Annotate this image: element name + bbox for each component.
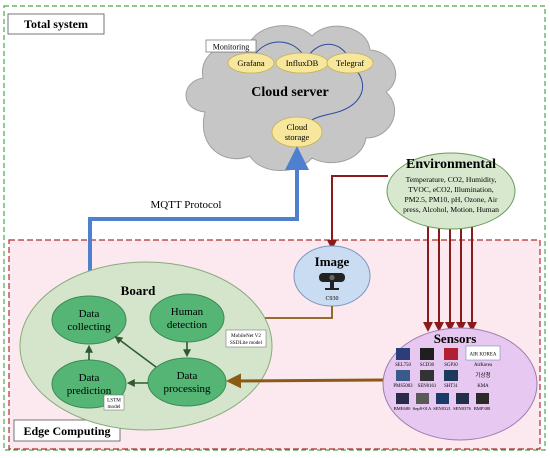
mqtt-arrow (88, 146, 309, 292)
sensor-name: SEN0321 (433, 406, 452, 411)
env-to-sensors-arrows (423, 220, 477, 332)
lstm-label-1: LSTM (107, 398, 121, 404)
human-detection-label-1: Human (171, 306, 204, 318)
edge-computing-label-box (13, 419, 121, 442)
scd30-sensor-icon (420, 348, 434, 360)
data-collecting-node (51, 295, 127, 345)
env-line-3: PM2.5, PM10, pH, Ozone, Air (404, 195, 497, 204)
data-processing-node (147, 357, 227, 407)
monitoring-label: Monitoring (213, 43, 249, 52)
sensor-name: AirKorea (474, 363, 493, 368)
sen0376-sensor-icon (456, 393, 469, 404)
lstm-label-2: model (108, 404, 122, 410)
grafana-label: Grafana (237, 58, 265, 68)
bmp388-sensor-icon (476, 393, 489, 404)
data-processing-label-1: Data (177, 370, 198, 382)
telegraf-label: Telegraf (336, 58, 364, 68)
env-line-1: Temperature, CO2, Humidity, (406, 175, 497, 184)
kma-logo-text: 기상청 (475, 371, 490, 379)
grafana-node (227, 52, 275, 74)
env-line-4: press, Alcohol, Motion, Human (403, 205, 499, 214)
sht31-sensor-icon (444, 370, 458, 381)
environmental-title: Environmental (406, 157, 496, 172)
data-prediction-label-1: Data (79, 372, 100, 384)
sensor-name: Sep8-01A (413, 406, 432, 411)
influxdb-label: InfluxDB (286, 58, 319, 68)
sensor-name: SGP30 (444, 363, 458, 368)
sgp30-sensor-icon (444, 348, 458, 360)
image-title: Image (315, 254, 350, 269)
sensors-title: Sensors (434, 331, 477, 346)
monitoring-tag (205, 39, 257, 53)
edge-computing-label: Edge Computing (23, 424, 110, 438)
sensor-name: SHT31 (444, 384, 458, 389)
sensors-to-board-arrow (226, 373, 389, 389)
sensor-name: SEL750 (395, 363, 411, 368)
mobilenet-label-2: SSDLite model (230, 340, 263, 346)
total-system-label-box (7, 13, 105, 35)
bme680-sensor-icon (396, 393, 409, 404)
data-collecting-label-1: Data (79, 308, 100, 320)
data-prediction-label-2: prediction (67, 385, 112, 397)
env-to-image-arrow (327, 175, 388, 250)
cloud-storage-label-2: storage (285, 132, 310, 142)
sensors: Sensors SEL750 SCD30 SGP30 AIR KOREA Air… (382, 327, 538, 441)
webcam-icon (319, 273, 345, 290)
airkorea-logo-text: AIR KOREA (469, 353, 496, 358)
mobilenet-label-1: MobileNet V2 (231, 333, 261, 339)
sel750-sensor-icon (396, 348, 410, 360)
board-title: Board (121, 283, 156, 298)
lstm-tag (103, 394, 125, 411)
sensor-name: PMS5003 (393, 384, 413, 389)
human-detection-node (149, 293, 225, 343)
total-system-border (3, 5, 546, 451)
camera-label: C930 (325, 296, 338, 302)
sensor-name: KMA (477, 384, 489, 389)
data-processing-label-2: processing (163, 383, 211, 395)
pms5003-sensor-icon (396, 370, 410, 381)
sensor-name: SEN0161 (418, 384, 437, 389)
cloud-server: Monitoring Grafana InfluxDB Telegraf Clo… (185, 25, 397, 171)
data-collecting-label-2: collecting (67, 321, 111, 333)
sen0161-sensor-icon (420, 370, 434, 381)
sen0321-sensor-icon (436, 393, 449, 404)
telegraf-node (326, 52, 374, 74)
mobilenet-tag (225, 329, 267, 348)
sensor-name: SEN0376 (453, 406, 472, 411)
processing-to-collecting-arrow (114, 336, 157, 368)
env-line-2: TVOC, eCO2, Illumination, (408, 185, 494, 194)
environmental-node (386, 152, 516, 230)
total-system-label: Total system (24, 17, 88, 31)
airkorea-logo (465, 345, 501, 361)
mqtt-label: MQTT Protocol (151, 199, 222, 211)
sensor-name: BME680 (394, 406, 412, 411)
sensor-name: SCD30 (420, 363, 435, 368)
human-detection-label-2: detection (167, 319, 208, 331)
cloud-storage-label-1: Cloud (287, 122, 309, 132)
sep8-sensor-icon (416, 393, 429, 404)
sensor-name: BMP388 (474, 406, 491, 411)
cloud-server-title: Cloud server (251, 85, 328, 100)
board: Board Data collecting Human detection Da… (19, 261, 273, 431)
